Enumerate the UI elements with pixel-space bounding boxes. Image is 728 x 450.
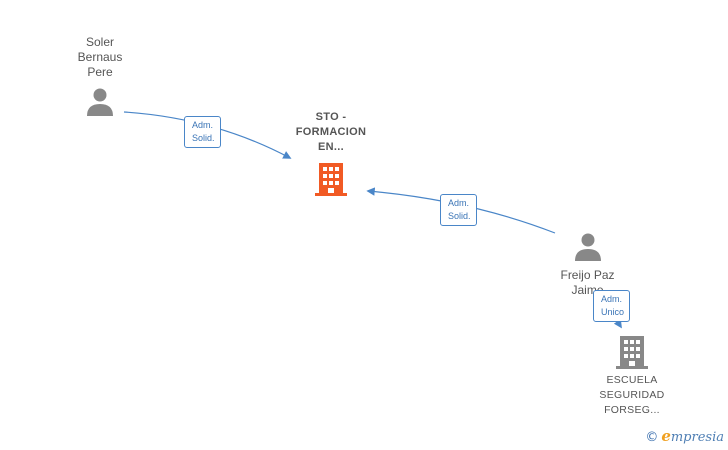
person-icon	[574, 233, 601, 261]
edge-label-soler-sto[interactable]: Adm. Solid.	[184, 116, 221, 148]
edge-label-line: Adm.	[448, 198, 470, 208]
name-line: ESCUELA	[606, 374, 658, 386]
building-icon	[315, 163, 347, 196]
name-line: FORMACION	[295, 126, 367, 138]
name-line: Soler	[85, 35, 114, 49]
company-name: ESCUELA SEGURIDAD FORSEG...	[582, 373, 682, 418]
node-company-sto[interactable]: STO - FORMACION EN...	[281, 110, 381, 197]
name-line: Bernaus	[77, 50, 123, 64]
edge-label-line: Adm.	[601, 294, 623, 304]
edge-label-freijo-escuela[interactable]: Adm. Unico	[593, 290, 631, 322]
edge-label-line: Adm.	[192, 120, 214, 130]
name-line: Freijo Paz	[560, 268, 615, 282]
copyright-symbol: ©	[645, 430, 659, 445]
company-name: STO - FORMACION EN...	[281, 110, 381, 155]
edge-label-line: Unico	[601, 307, 625, 317]
building-icon	[616, 336, 648, 369]
name-line: SEGURIDAD	[599, 389, 665, 401]
name-line: EN...	[318, 141, 344, 153]
name-line: Pere	[87, 65, 113, 79]
node-company-escuela[interactable]: ESCUELA SEGURIDAD FORSEG...	[582, 334, 682, 418]
person-name: Soler Bernaus Pere	[60, 35, 140, 80]
edge-label-line: Solid.	[448, 211, 471, 221]
edge-label-freijo-sto[interactable]: Adm. Solid.	[440, 194, 477, 226]
brand-initial: e	[661, 427, 671, 445]
name-line: STO -	[315, 111, 347, 123]
node-person-freijo[interactable]: Freijo Paz Jaime	[545, 232, 630, 298]
brand-name: mpresia	[670, 430, 724, 445]
empresia-watermark: ©empresia	[645, 427, 724, 445]
edge-label-line: Solid.	[192, 133, 215, 143]
name-line: FORSEG...	[604, 404, 660, 416]
person-icon	[87, 88, 113, 116]
node-person-soler[interactable]: Soler Bernaus Pere	[60, 35, 140, 117]
